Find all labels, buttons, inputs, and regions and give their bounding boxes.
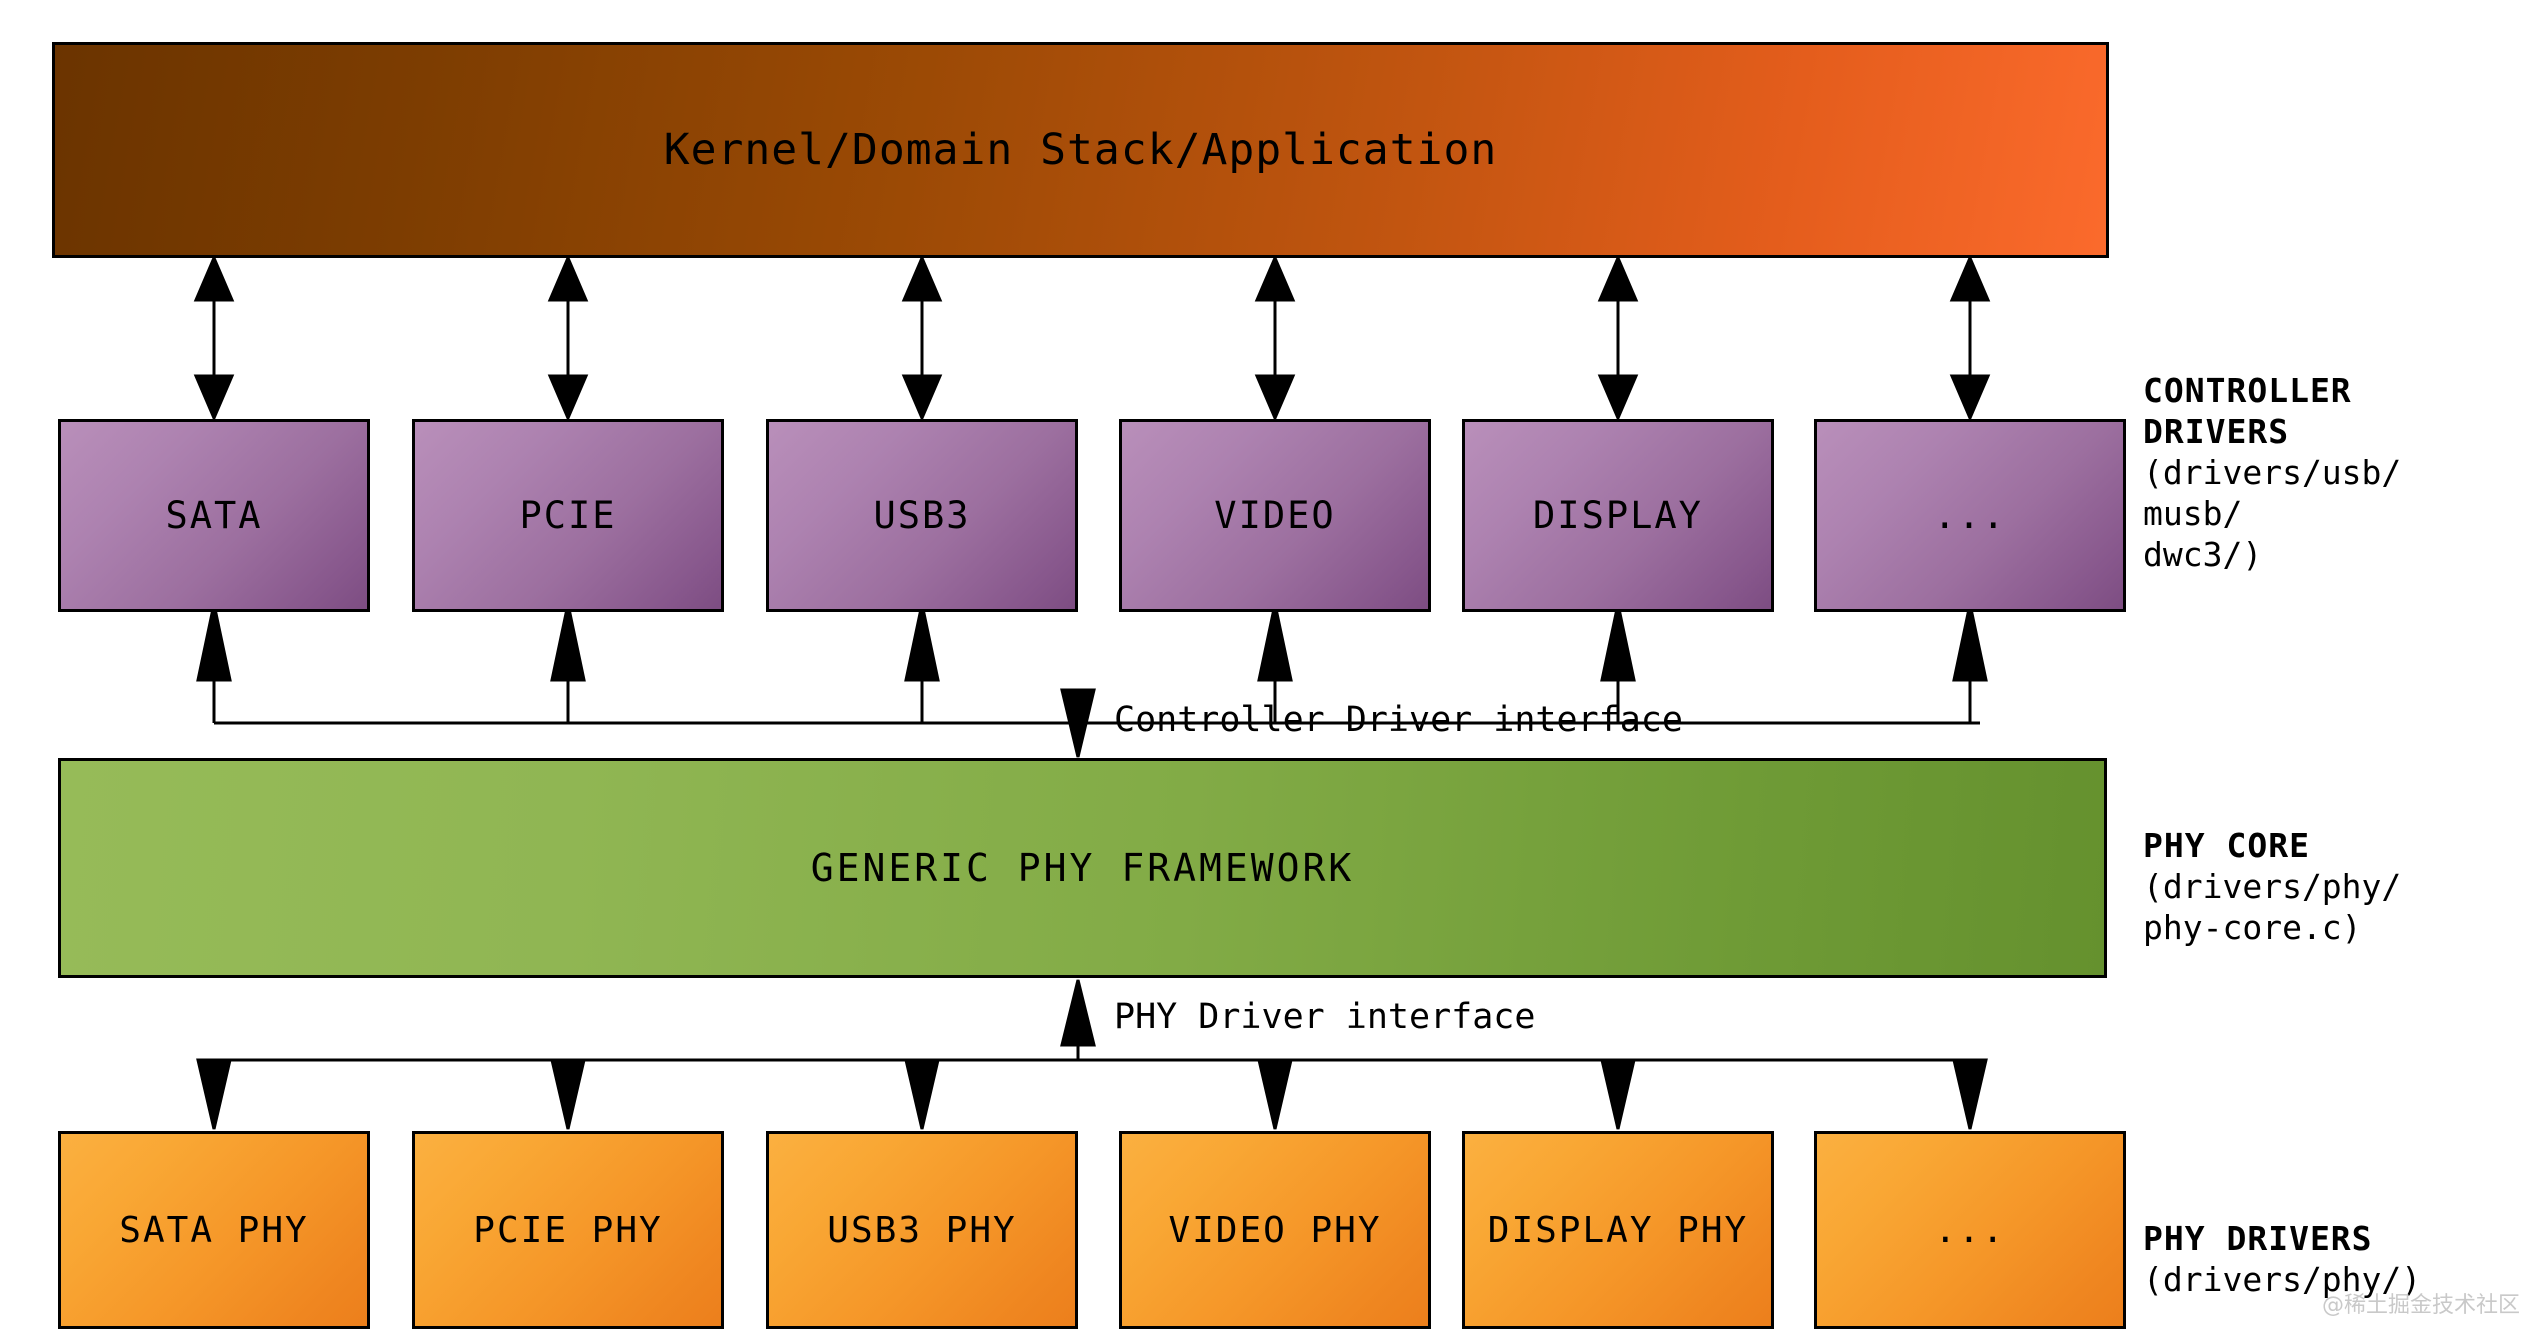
phy-box-label: PCIE PHY [473, 1209, 663, 1251]
controller-box-label: ... [1933, 494, 2007, 537]
controller-driver-interface-label: Controller Driver interface [1114, 700, 1683, 740]
side-label-phy-drivers: PHY DRIVERS(drivers/phy/) [2143, 1218, 2421, 1300]
controller-box-usb3[interactable]: USB3 [766, 419, 1078, 612]
side-label-controller-drivers: CONTROLLER DRIVERS(drivers/usb/ musb/ dw… [2143, 370, 2401, 575]
phy-box-video[interactable]: VIDEO PHY [1119, 1131, 1431, 1329]
controller-box-display[interactable]: DISPLAY [1462, 419, 1774, 612]
phy-box-label: SATA PHY [119, 1209, 309, 1251]
controller-box-label: PCIE [519, 494, 617, 537]
side-label-phy-drivers-heading: PHY DRIVERS [2143, 1219, 2373, 1258]
generic-phy-framework-box: GENERIC PHY FRAMEWORK [58, 758, 2107, 978]
phy-box-more[interactable]: ... [1814, 1131, 2126, 1329]
controller-box-sata[interactable]: SATA [58, 419, 370, 612]
side-label-phy-drivers-path: (drivers/phy/) [2143, 1260, 2422, 1299]
controller-box-label: USB3 [873, 494, 971, 537]
phy-driver-interface-label: PHY Driver interface [1114, 997, 1536, 1037]
side-label-phy-core-heading: PHY CORE [2143, 826, 2310, 865]
phy-box-label: DISPLAY PHY [1487, 1209, 1749, 1251]
side-label-phy-core-path: (drivers/phy/ phy-core.c) [2143, 867, 2402, 947]
phy-box-pcie[interactable]: PCIE PHY [412, 1131, 724, 1329]
controller-box-label: DISPLAY [1533, 494, 1703, 537]
phy-box-display[interactable]: DISPLAY PHY [1462, 1131, 1774, 1329]
controller-box-label: VIDEO [1214, 494, 1336, 537]
phy-box-label: USB3 PHY [827, 1209, 1017, 1251]
phy-box-label: VIDEO PHY [1168, 1209, 1382, 1251]
controller-box-more[interactable]: ... [1814, 419, 2126, 612]
phy-box-sata[interactable]: SATA PHY [58, 1131, 370, 1329]
phy-box-label: ... [1934, 1209, 2006, 1251]
kernel-stack-banner: Kernel/Domain Stack/Application [52, 42, 2109, 258]
phy-box-usb3[interactable]: USB3 PHY [766, 1131, 1078, 1329]
watermark: @稀土掘金技术社区 [2321, 1293, 2520, 1318]
side-label-controller-drivers-path: (drivers/usb/ musb/ dwc3/) [2143, 453, 2402, 574]
side-label-phy-core: PHY CORE(drivers/phy/ phy-core.c) [2143, 825, 2401, 948]
controller-box-video[interactable]: VIDEO [1119, 419, 1431, 612]
generic-phy-framework-label: GENERIC PHY FRAMEWORK [810, 846, 1355, 890]
kernel-stack-banner-label: Kernel/Domain Stack/Application [663, 125, 1498, 175]
side-label-controller-drivers-heading: CONTROLLER DRIVERS [2143, 371, 2352, 451]
controller-box-pcie[interactable]: PCIE [412, 419, 724, 612]
controller-box-label: SATA [165, 494, 263, 537]
